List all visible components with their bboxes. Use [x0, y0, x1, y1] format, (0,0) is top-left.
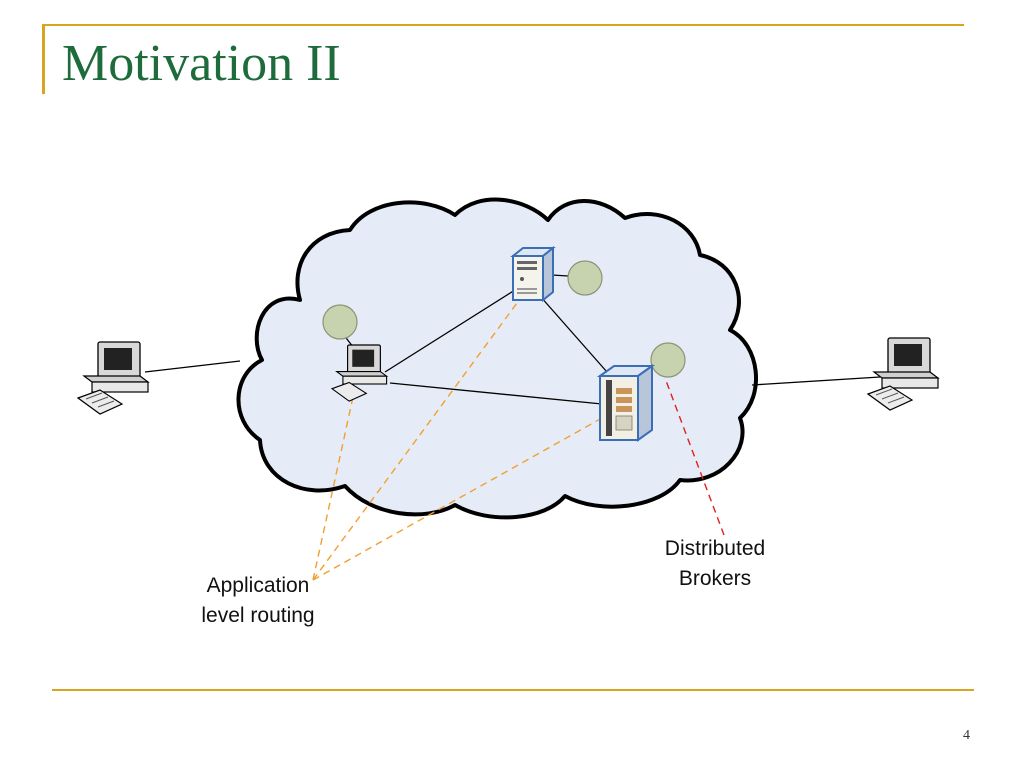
link-right-client: [751, 376, 881, 386]
broker-node-icon: [650, 342, 686, 378]
slide-title: Motivation II: [62, 35, 341, 92]
title-accent-bar: [42, 26, 45, 94]
broker-node-icon: [322, 304, 358, 340]
brokers-label-line2: Brokers: [678, 567, 752, 590]
page-number: 4: [963, 728, 970, 743]
footer-accent-line: [52, 689, 974, 691]
top-accent-line: [42, 24, 964, 26]
link-tower-broker: [551, 274, 569, 277]
routing-label-line1: Application: [206, 574, 310, 597]
link-pc-tower: [384, 289, 516, 373]
routing-label-line2: level routing: [201, 604, 315, 627]
brokers-label-line1: Distributed: [664, 537, 766, 560]
desktop-computer-icon: [330, 344, 389, 402]
link-pc-rack: [389, 382, 603, 405]
distributed-brokers-label: Distributed Brokers: [640, 534, 790, 594]
link-left-client: [144, 360, 241, 373]
link-tower-rack: [539, 295, 608, 373]
rack-server-icon: [596, 364, 656, 442]
broker-node-icon: [567, 260, 603, 296]
desktop-computer-icon: [76, 341, 150, 415]
broker-leader-line: [664, 377, 725, 536]
routing-leader-lines: [312, 302, 603, 581]
tower-server-icon: [510, 245, 556, 303]
application-routing-label: Application level routing: [180, 571, 336, 631]
desktop-computer-icon: [866, 337, 940, 411]
